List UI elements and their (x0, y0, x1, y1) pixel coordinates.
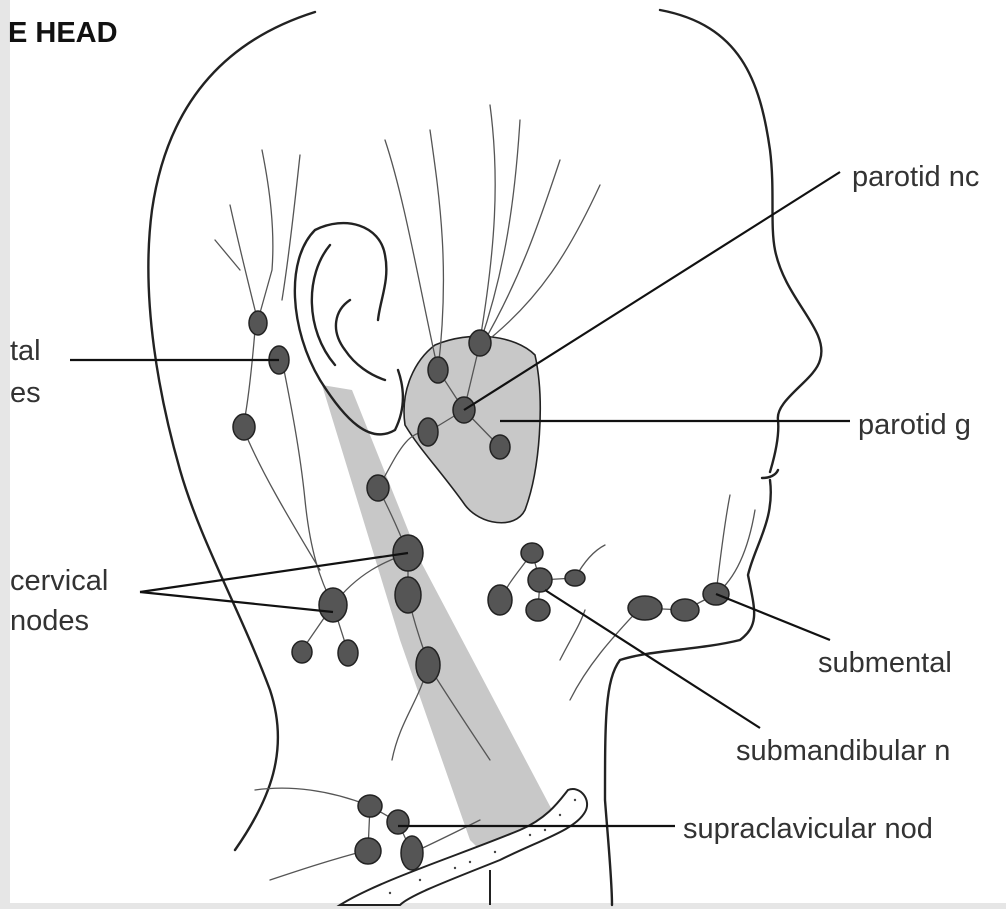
leader-parotid-nodes (464, 172, 840, 410)
label-occipital-line1: tal (10, 335, 41, 367)
submandibular-node (488, 585, 512, 615)
label-parotid-nodes: parotid nc (852, 161, 979, 193)
parotid-node (490, 435, 510, 459)
parotid-node (418, 418, 438, 446)
supraclavicular-node (401, 836, 423, 870)
label-parotid-gland: parotid g (858, 409, 971, 441)
submandibular-node (521, 543, 543, 563)
deep-cervical-node (367, 475, 389, 501)
submandibular-node (565, 570, 585, 586)
submental-node (628, 596, 662, 620)
label-submental: submental (818, 647, 952, 679)
label-cervical-line2: nodes (10, 605, 89, 637)
leader-submental (716, 594, 830, 640)
submental-node (671, 599, 699, 621)
submandibular-node (526, 599, 550, 621)
occipital-node (249, 311, 267, 335)
parotid-node (469, 330, 491, 356)
label-submandibular: submandibular n (736, 735, 950, 767)
cervical-node (319, 588, 347, 622)
occipital-node (233, 414, 255, 440)
cervical-node (292, 641, 312, 663)
ear-inner-outline (312, 245, 385, 380)
submandibular-node (528, 568, 552, 592)
head-top-outline (660, 10, 821, 472)
parotid-node (428, 357, 448, 383)
supraclavicular-node (358, 795, 382, 817)
head-outline (148, 12, 315, 850)
diagram-title: E HEAD (8, 17, 118, 49)
supraclavicular-node (355, 838, 381, 864)
deep-cervical-node (395, 577, 421, 613)
label-cervical-line1: cervical (10, 565, 108, 597)
supraclavicular-node (387, 810, 409, 834)
label-occipital-line2: es (10, 377, 41, 409)
cervical-node (338, 640, 358, 666)
label-supraclavicular: supraclavicular nod (683, 813, 933, 845)
deep-cervical-node (416, 647, 440, 683)
